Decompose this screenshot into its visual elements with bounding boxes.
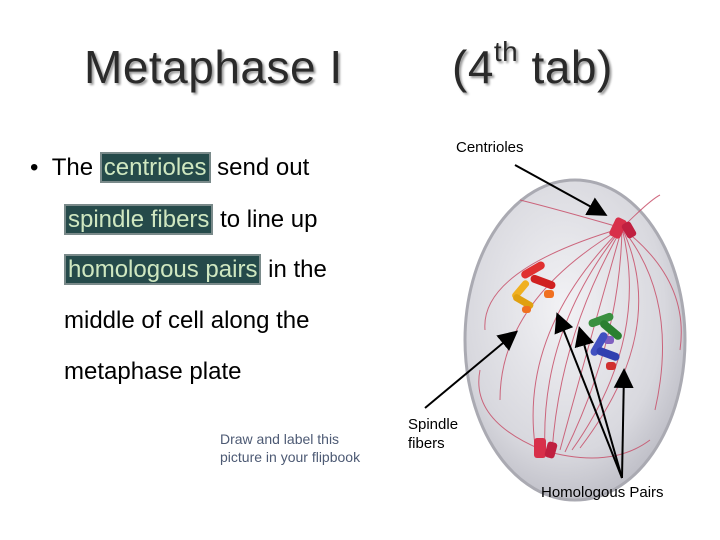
centriole-bottom <box>534 438 558 459</box>
text-line-up: to line up <box>213 206 318 233</box>
chromosome-green <box>588 312 622 344</box>
title-prefix: (4 <box>452 41 494 93</box>
highlight-homologous-pairs: homologous pairs <box>64 254 262 285</box>
slide-title-right: (4th tab) <box>452 36 613 94</box>
label-homologous-pairs: Homologous Pairs <box>541 484 664 501</box>
bullet-line-3: homologous pairs in the <box>64 254 327 285</box>
cell-body <box>463 178 687 502</box>
chromosome-yellow <box>512 280 534 313</box>
title-superscript: th <box>493 35 519 67</box>
highlight-spindle-fibers: spindle fibers <box>64 204 214 235</box>
bullet-line-2: spindle fibers to line up <box>64 204 318 235</box>
label-spindle-fibers: Spindle fibers <box>408 416 459 452</box>
text-send-out: send out <box>210 154 310 181</box>
bullet-line-4: middle of cell along the <box>64 307 310 334</box>
centriole-top <box>609 217 637 239</box>
title-suffix: tab) <box>518 41 613 93</box>
bullet-line-1: • The centrioles send out <box>30 152 310 183</box>
slide-title-left: Metaphase I <box>84 41 343 93</box>
spindle-fibers <box>478 194 682 459</box>
label-arrows <box>424 164 634 479</box>
chromosome-blue <box>590 332 620 370</box>
bullet-marker: • <box>30 154 39 181</box>
highlight-centrioles: centrioles <box>99 152 211 183</box>
text-in-the: in the <box>261 256 327 283</box>
text-the: The <box>51 154 100 181</box>
label-centrioles: Centrioles <box>456 139 524 156</box>
chromosome-red <box>521 261 556 298</box>
bullet-line-5: metaphase plate <box>64 358 242 385</box>
flipbook-note: Draw and label this picture in your flip… <box>220 431 361 465</box>
